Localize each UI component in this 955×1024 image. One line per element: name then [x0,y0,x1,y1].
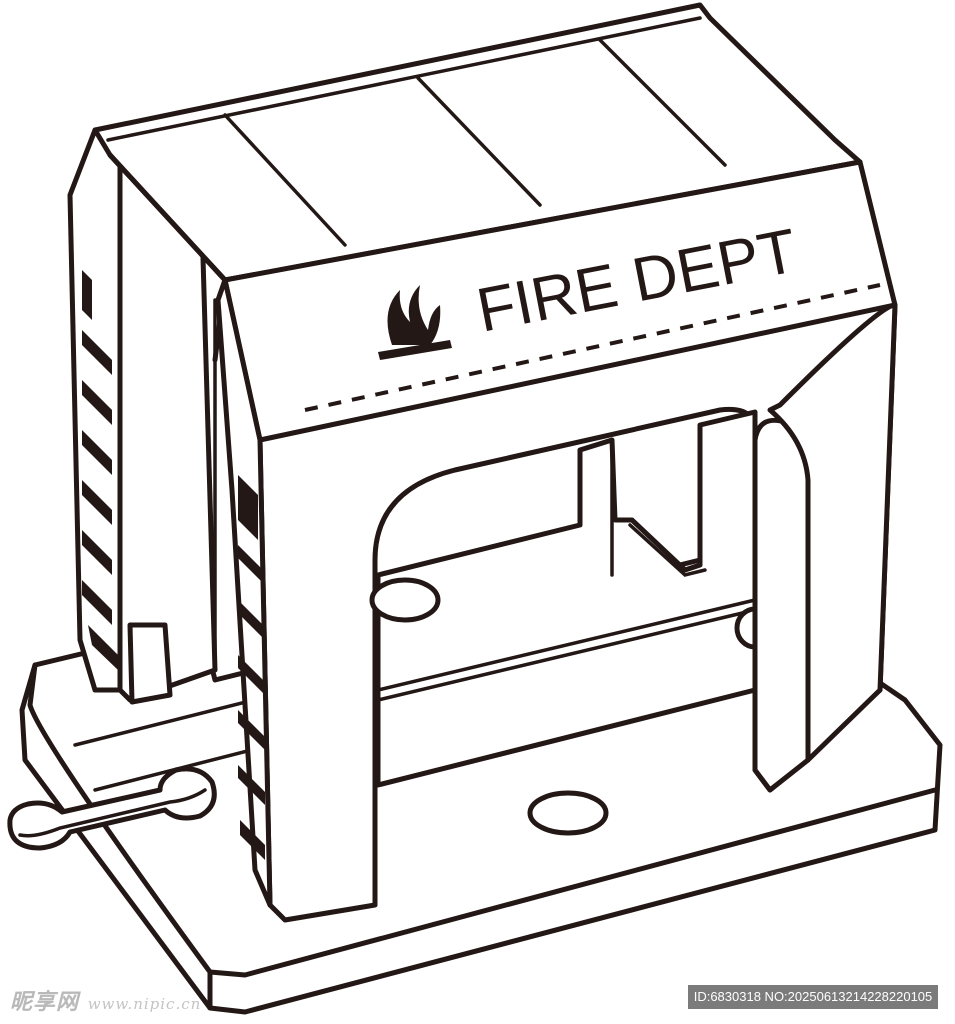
watermark-site: www.nipic.cn [87,995,202,1013]
interior-cavity [369,409,776,788]
watermark-brand: 昵享网 www.nipic.cn [10,984,201,1016]
front-legs [215,277,898,908]
watermark-id-badge: ID:6830318 NO:20250613214228220105 [688,985,938,1009]
dashed-lines [304,283,881,412]
latch-key [7,766,217,851]
flame-icon [378,285,452,360]
back-leg-stripes [82,270,118,670]
watermark-id-text: ID:6830318 NO:20250613214228220105 [693,989,933,1004]
base-hole [527,790,609,836]
front-leg-stripes [238,475,265,860]
watermark-brand-text: 昵享网 [10,989,80,1015]
